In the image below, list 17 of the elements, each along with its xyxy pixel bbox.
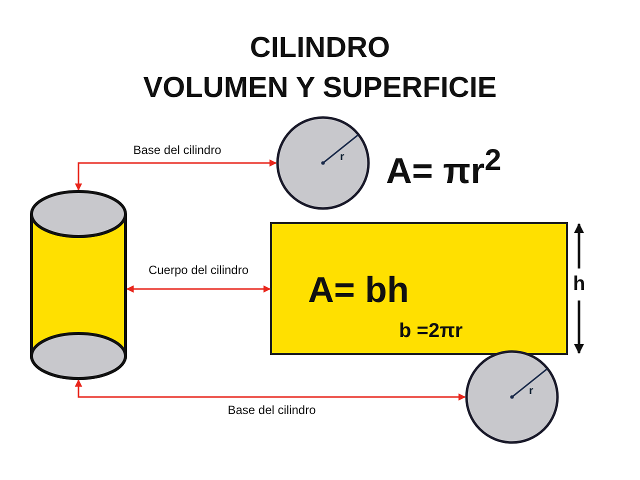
cylinder-drawing: [30, 190, 127, 380]
base-circle: [276, 116, 370, 210]
arrow: [74, 379, 466, 401]
base-circle: [465, 350, 559, 444]
dimension-label: h: [573, 272, 586, 296]
base-formula: b =2πr: [399, 320, 463, 343]
title: CILINDRO VOLUMEN Y SUPERFICIE: [142, 31, 498, 106]
edge-label: Base del cilindro: [131, 143, 224, 157]
area-formula: A= bh: [308, 269, 410, 311]
edge-label: Cuerpo del cilindro: [146, 263, 251, 277]
arrow: [126, 285, 271, 293]
radius-label: r: [340, 151, 344, 163]
edge-label: Base del cilindro: [226, 403, 318, 417]
radius-label: r: [529, 385, 534, 397]
arrow: [74, 159, 277, 191]
area-formula: A= πr$^{2}$: [386, 143, 502, 192]
lateral-surface-rectangle: [270, 222, 568, 355]
